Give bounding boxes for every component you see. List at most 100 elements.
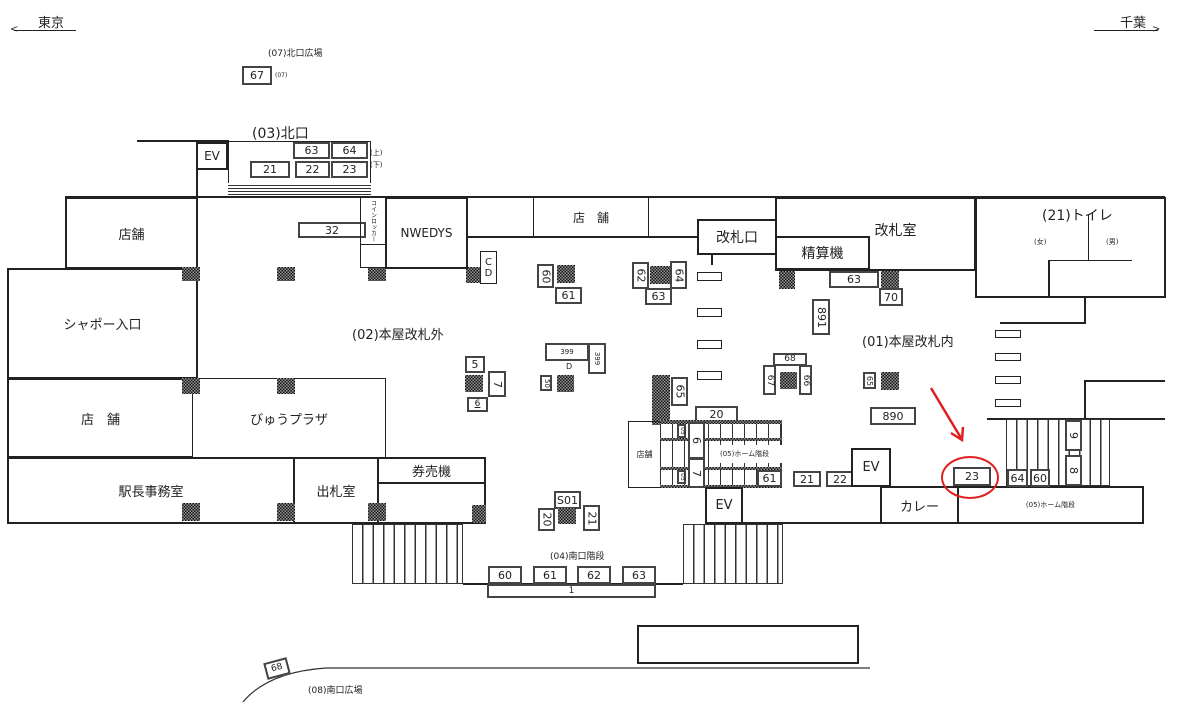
- spot-label: 05: [678, 427, 686, 435]
- spot-64[interactable]: 64: [670, 261, 687, 289]
- elevator-center[interactable]: EV: [705, 487, 743, 524]
- handrail: [660, 420, 782, 424]
- spot-67[interactable]: 67: [242, 66, 272, 85]
- spot-66[interactable]: 66: [799, 365, 812, 395]
- spot-60-south[interactable]: 60: [488, 566, 522, 584]
- spot-7[interactable]: 7: [488, 371, 506, 397]
- pillar: [277, 503, 295, 521]
- toilet: [975, 197, 1166, 298]
- pillar: [779, 271, 795, 289]
- handrail: [660, 438, 782, 441]
- north-plaza-label: (07)北口広場: [268, 49, 323, 59]
- spot-70[interactable]: 70: [879, 288, 903, 306]
- wall: [711, 255, 713, 265]
- spot-label: 67: [765, 374, 776, 386]
- spot-22-inside[interactable]: 22: [826, 471, 854, 487]
- spot-65[interactable]: 65: [671, 377, 688, 406]
- spot-32[interactable]: 32: [298, 222, 366, 238]
- gate-machine: [995, 376, 1021, 384]
- spot-21-south[interactable]: 21: [583, 505, 600, 531]
- up-label: (上): [370, 149, 383, 157]
- south-stairs-west: [352, 524, 463, 584]
- spot-60[interactable]: 60: [537, 264, 554, 288]
- spot-60-inside[interactable]: 60: [1030, 469, 1050, 487]
- spot-6[interactable]: 6: [467, 397, 488, 412]
- inside-gate-label: (01)本屋改札内: [862, 335, 954, 350]
- spot-23-north[interactable]: 23: [331, 161, 368, 178]
- spot-label: 50: [542, 378, 551, 388]
- shop-west: 店 舗: [7, 378, 194, 458]
- highlight-arrow-icon: [929, 387, 965, 443]
- elevator-east[interactable]: EV: [851, 448, 891, 487]
- spot-399-vertical[interactable]: 399: [588, 343, 606, 374]
- spot-890[interactable]: 890: [870, 407, 916, 425]
- ticket-office: 出札室: [293, 457, 379, 524]
- gate-machine: [697, 272, 722, 281]
- pillar: [182, 267, 200, 281]
- spot-9[interactable]: 9: [1065, 420, 1082, 451]
- spot-61-stairs[interactable]: 61: [757, 470, 782, 487]
- arrow-right-icon: [1094, 30, 1158, 31]
- spot-21-inside[interactable]: 21: [793, 471, 821, 487]
- spot-62-south[interactable]: 62: [577, 566, 611, 584]
- highlight-circle: [941, 456, 999, 499]
- spot-21-north[interactable]: 21: [250, 161, 290, 178]
- pillar: [368, 503, 386, 521]
- spot-891[interactable]: 891: [812, 299, 830, 335]
- spot-399[interactable]: 399: [545, 343, 589, 361]
- spot-20-south[interactable]: 20: [538, 508, 555, 531]
- gate-room-label: 改札室: [874, 223, 917, 239]
- spot-22-north[interactable]: 22: [295, 161, 330, 178]
- spot-1[interactable]: 1: [487, 584, 656, 598]
- pillar: [465, 375, 483, 392]
- wall: [1084, 297, 1086, 323]
- wall: [1048, 260, 1050, 297]
- spot-63[interactable]: 63: [645, 288, 672, 305]
- spot-64-inside[interactable]: 64: [1007, 469, 1028, 487]
- spot-s01[interactable]: S01: [554, 491, 581, 509]
- north-exit-area: [228, 141, 371, 197]
- spot-05-b[interactable]: 05: [677, 470, 686, 484]
- spot-67[interactable]: 67: [763, 365, 776, 395]
- spot-label: 21: [585, 511, 598, 525]
- spot-63-south[interactable]: 63: [622, 566, 656, 584]
- wall: [1048, 260, 1132, 261]
- spot-label: 65: [865, 375, 875, 386]
- elevator-north[interactable]: EV: [196, 142, 228, 170]
- ticket-gate[interactable]: 改札口: [697, 219, 777, 255]
- ticket-machine[interactable]: 券売機: [377, 457, 486, 484]
- spot-6-stairs[interactable]: 6: [688, 422, 705, 459]
- spot-label: 05: [678, 473, 686, 481]
- fare-adjustment-machine[interactable]: 精算機: [775, 236, 870, 270]
- pillar: [558, 508, 576, 524]
- south-structure: [637, 625, 859, 664]
- spot-7-stairs[interactable]: 7: [688, 458, 705, 488]
- wall: [463, 583, 683, 585]
- wall: [1088, 215, 1089, 260]
- coin-locker[interactable]: コインロッカー: [360, 197, 386, 245]
- spot-63-gate[interactable]: 63: [829, 271, 879, 288]
- spot-61[interactable]: 61: [555, 287, 582, 304]
- room: [360, 244, 386, 268]
- station-master-office: 駅長事務室: [7, 457, 295, 524]
- spot-65-inside[interactable]: 65: [863, 372, 876, 389]
- shapo-entrance[interactable]: シャポー入口: [7, 268, 198, 379]
- pillar: [650, 266, 670, 284]
- spot-61-south[interactable]: 61: [533, 566, 567, 584]
- wall: [1084, 380, 1086, 419]
- pillar: [277, 267, 295, 281]
- wall: [742, 522, 882, 524]
- spot-d-label: D: [566, 362, 573, 371]
- pillar: [182, 378, 200, 394]
- spot-63-north[interactable]: 63: [293, 142, 330, 159]
- spot-64-north[interactable]: 64: [331, 142, 368, 159]
- spot-label: 7: [690, 469, 703, 477]
- spot-68[interactable]: 68: [773, 353, 807, 366]
- spot-label: 9: [1067, 432, 1080, 439]
- spot-50[interactable]: 50: [540, 375, 552, 391]
- spot-05-a[interactable]: 05: [677, 424, 686, 438]
- spot-8[interactable]: 8: [1065, 455, 1082, 486]
- spot-62[interactable]: 62: [632, 262, 649, 289]
- spot-5[interactable]: 5: [465, 356, 485, 373]
